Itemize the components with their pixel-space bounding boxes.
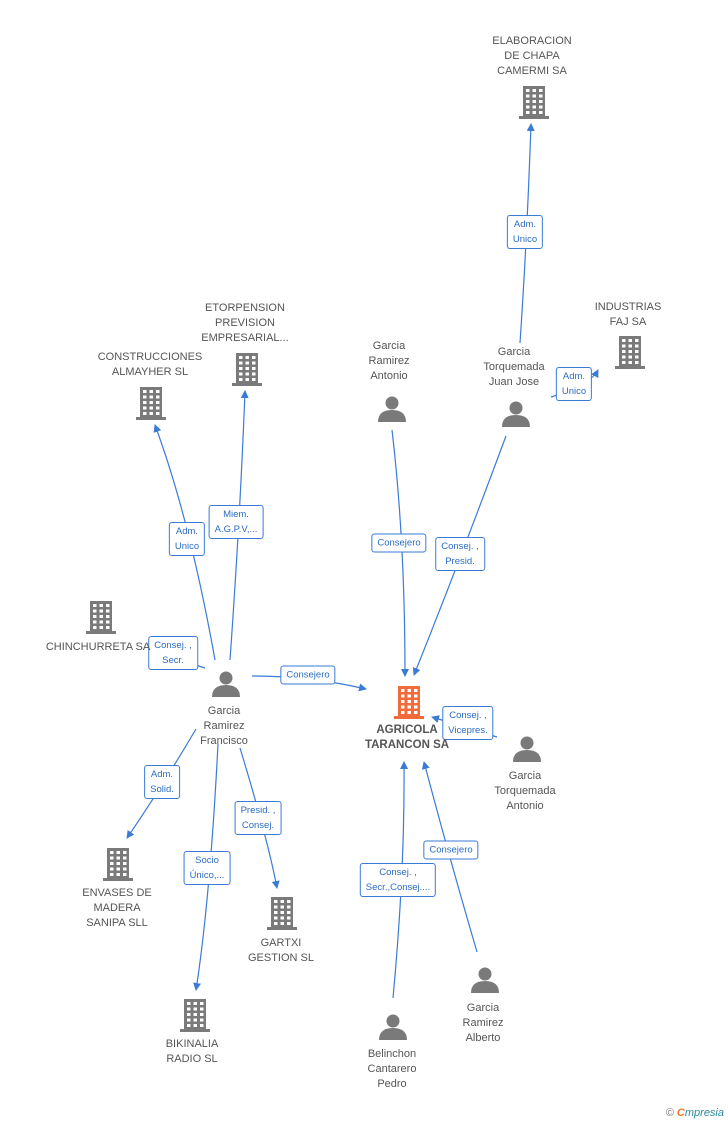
brand-name: mpresia [684,1107,724,1119]
edge-label-p_juanjose-agricola[interactable]: Consej. , Presid. [435,537,485,571]
edge-label-p_juanjose-industrias[interactable]: Adm. Unico [555,367,593,401]
node-label-p_torq_antonio[interactable]: Garcia Torquemada Antonio [494,770,556,812]
node-label-p_alberto[interactable]: Garcia Ramirez Alberto [462,1002,504,1044]
person-icon-p_francisco[interactable] [212,671,240,698]
edge-label-p_francisco-chinchurreta[interactable]: Consej. , Secr. [148,636,198,670]
node-label-construcciones[interactable]: CONSTRUCCIONES ALMAYHER SL [97,351,203,378]
node-label-etorpension[interactable]: ETORPENSION PREVISION EMPRESARIAL... [201,302,289,344]
building-icon-industrias[interactable] [615,336,645,369]
building-icon-bikinalia[interactable] [180,999,210,1032]
building-icon-chinchurreta[interactable] [86,601,116,634]
building-icon-agricola[interactable] [394,686,424,719]
building-icon-elaboracion[interactable] [519,86,549,119]
person-icon-p_torq_antonio[interactable] [513,736,541,763]
icons-layer [86,86,645,1040]
brand-initial: C [676,1107,685,1119]
edge-label-p_torq_antonio-agricola[interactable]: Consej. , Vicepres. [442,706,494,740]
node-label-industrias[interactable]: INDUSTRIAS FAJ SA [594,301,662,328]
copyright-symbol: © [665,1107,674,1119]
footer-brand[interactable]: ©Cmpresia [666,1107,724,1119]
node-label-p_juanjose[interactable]: Garcia Torquemada Juan Jose [483,346,545,388]
building-icon-envases[interactable] [103,848,133,881]
node-label-elaboracion[interactable]: ELABORACION DE CHAPA CAMERMI SA [492,35,572,77]
node-label-p_antonio[interactable]: Garcia Ramirez Antonio [368,340,410,382]
edge-label-p_antonio-agricola[interactable]: Consejero [371,533,427,553]
edge-label-p_francisco-envases[interactable]: Adm. Solid. [144,765,180,799]
node-label-envases[interactable]: ENVASES DE MADERA SANIPA SLL [82,887,152,929]
person-icon-p_juanjose[interactable] [502,401,530,428]
edge-label-p_francisco-gartxi[interactable]: Presid. , Consej. [234,801,282,835]
edge-label-p_francisco-etorpension[interactable]: Miem. A.G.P.V,... [208,505,264,539]
edge-label-p_francisco-construcciones[interactable]: Adm. Unico [168,522,206,556]
person-icon-p_antonio[interactable] [378,396,406,423]
edge-label-p_francisco-agricola[interactable]: Consejero [280,665,336,685]
building-icon-etorpension[interactable] [232,353,262,386]
node-label-bikinalia[interactable]: BIKINALIA RADIO SL [165,1038,219,1065]
node-label-chinchurreta[interactable]: CHINCHURRETA SA [45,641,151,653]
node-label-p_francisco[interactable]: Garcia Ramirez Francisco [200,705,248,747]
building-icon-gartxi[interactable] [267,897,297,930]
edge-label-p_belinchon-agricola[interactable]: Consej. , Secr.,Consej.... [359,863,437,897]
node-label-p_belinchon[interactable]: Belinchon Cantarero Pedro [367,1048,417,1090]
building-icon-construcciones[interactable] [136,387,166,420]
edge-p_antonio-agricola [391,429,409,677]
node-label-gartxi[interactable]: GARTXI GESTION SL [247,937,315,964]
edge-label-p_juanjose-elaboracion[interactable]: Adm. Unico [506,215,544,249]
edge-label-p_francisco-bikinalia[interactable]: Socio Único,... [183,851,231,885]
edge-label-p_alberto-agricola[interactable]: Consejero [423,840,479,860]
person-icon-p_belinchon[interactable] [379,1014,407,1041]
node-label-agricola[interactable]: AGRICOLA TARANCON SA [364,724,450,751]
person-icon-p_alberto[interactable] [471,967,499,994]
